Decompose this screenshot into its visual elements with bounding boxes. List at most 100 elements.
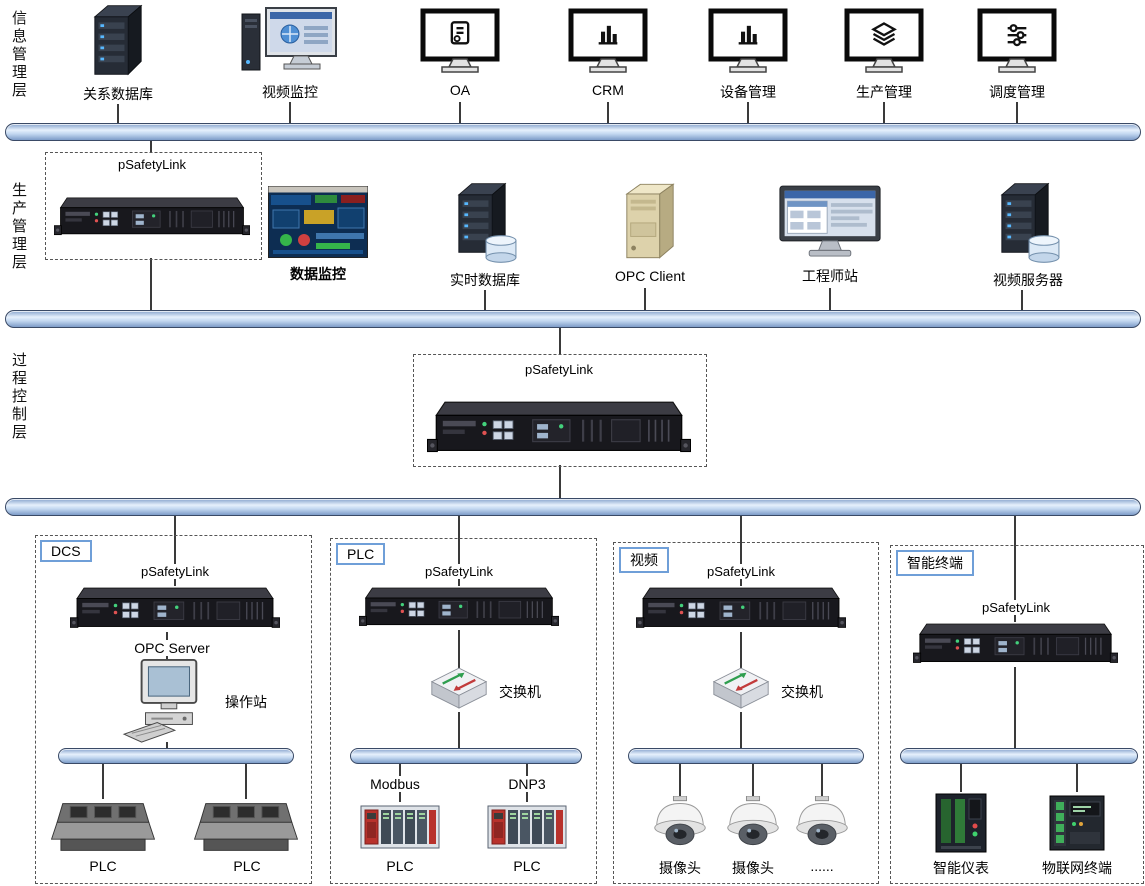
document-icon: [446, 20, 474, 48]
plc-group-bus: [350, 748, 582, 764]
scada-screen-icon: [268, 186, 368, 258]
psafetylink-gateway-icon: [70, 586, 280, 632]
device-label: 摄像头: [656, 858, 704, 878]
gateway-label: pSafetyLink: [115, 157, 189, 172]
gateway-label: pSafetyLink: [422, 564, 496, 579]
dcs-group-box: [35, 535, 312, 884]
terminal-group-bus: [900, 748, 1138, 764]
connector-line: [458, 630, 460, 668]
connector-line: [1014, 514, 1016, 622]
device-label: 物联网终端: [1039, 858, 1115, 878]
node-label: 视频服务器: [991, 270, 1065, 290]
node-label: 关系数据库: [81, 84, 155, 104]
video-group-bus: [628, 748, 864, 764]
connector-line: [1021, 288, 1023, 310]
connector-line: [484, 288, 486, 310]
plc-console-icon: [51, 798, 155, 856]
production-gateway-box: [45, 152, 262, 260]
node-production-management: 生产管理: [834, 8, 934, 102]
process-gateway-box: [413, 354, 707, 467]
process-control-layer-bus: [5, 498, 1141, 516]
device-label: PLC: [230, 858, 264, 874]
node-video-server: 视频服务器: [988, 180, 1068, 290]
node-label: 调度管理: [987, 82, 1047, 102]
node-video-monitoring: 视频监控: [238, 4, 342, 102]
bar-chart-icon: [734, 20, 762, 48]
protocol-label-modbus: Modbus: [367, 776, 423, 792]
operator-workstation-icon: [122, 658, 212, 744]
connector-line: [166, 742, 168, 748]
connector-line: [1016, 102, 1018, 123]
connector-line: [747, 102, 749, 123]
bar-chart-icon: [594, 20, 622, 48]
connector-line: [740, 632, 742, 668]
connector-line: [459, 102, 461, 123]
engineer-station-icon: [778, 184, 882, 260]
device-label: PLC: [86, 858, 120, 874]
sliders-icon: [1003, 20, 1031, 48]
connector-line: [1076, 762, 1078, 792]
node-realtime-database: 实时数据库: [445, 180, 525, 290]
connector-line: [740, 514, 742, 586]
connector-line: [117, 102, 119, 123]
video-group-box: [613, 542, 879, 884]
layer-label-production: 生产管理层: [10, 182, 27, 272]
device-label: ......: [807, 858, 837, 874]
layers-icon: [870, 20, 898, 48]
node-label: OPC Client: [612, 268, 688, 284]
node-opc-client: OPC Client: [612, 180, 688, 284]
node-label: 实时数据库: [448, 270, 522, 290]
gateway-label: pSafetyLink: [979, 600, 1053, 615]
node-dispatch-management: 调度管理: [967, 8, 1067, 102]
connector-line: [644, 288, 646, 310]
node-label: 数据监控: [288, 264, 348, 284]
switch-label: 交换机: [496, 682, 544, 702]
connector-line: [829, 288, 831, 310]
connector-line: [245, 762, 247, 799]
connector-line: [559, 465, 561, 498]
psafetylink-gateway-icon: [359, 586, 559, 630]
plc-rack-icon: [487, 802, 567, 852]
device-label: PLC: [383, 858, 417, 874]
plc-rack-icon: [360, 802, 440, 852]
node-label: CRM: [590, 82, 626, 98]
psafetylink-gateway-icon: [427, 400, 691, 457]
connector-line: [174, 514, 176, 586]
node-oa: OA: [410, 8, 510, 98]
switch-label: 交换机: [778, 682, 826, 702]
node-label: 视频监控: [260, 82, 320, 102]
database-cylinder-icon: [485, 234, 517, 264]
psafetylink-gateway-icon: [54, 196, 250, 239]
layer-label-process-control: 过程控制层: [10, 352, 27, 442]
node-label: 设备管理: [718, 82, 778, 102]
protocol-label-dnp3: DNP3: [505, 776, 549, 792]
production-layer-bus: [5, 310, 1141, 328]
connector-line: [150, 139, 152, 152]
opc-server-label: OPC Server: [131, 640, 213, 656]
plc-group-box: [330, 538, 597, 884]
connector-line: [458, 514, 460, 586]
connector-line: [883, 102, 885, 123]
terminal-group-tag: 智能终端: [896, 550, 974, 576]
psafetylink-gateway-icon: [636, 586, 846, 632]
device-label: 智能仪表: [930, 858, 992, 878]
video-group-tag: 视频: [619, 547, 669, 573]
connector-line: [821, 762, 823, 796]
plc-console-icon: [194, 798, 298, 856]
storage-cylinder-icon: [1028, 234, 1060, 264]
ethernet-switch-icon: [430, 666, 488, 712]
dome-camera-icon: [720, 796, 786, 854]
connector-line: [607, 102, 609, 123]
dome-camera-icon: [647, 796, 713, 854]
dcs-group-tag: DCS: [40, 540, 92, 562]
node-crm: CRM: [558, 8, 658, 98]
connector-line: [740, 712, 742, 748]
ethernet-switch-icon: [712, 666, 770, 712]
connector-line: [102, 762, 104, 799]
connector-line: [289, 102, 291, 123]
node-label: OA: [447, 82, 473, 98]
connector-line: [679, 762, 681, 796]
smart-meter-icon: [934, 792, 988, 854]
node-label: 工程师站: [800, 266, 860, 286]
